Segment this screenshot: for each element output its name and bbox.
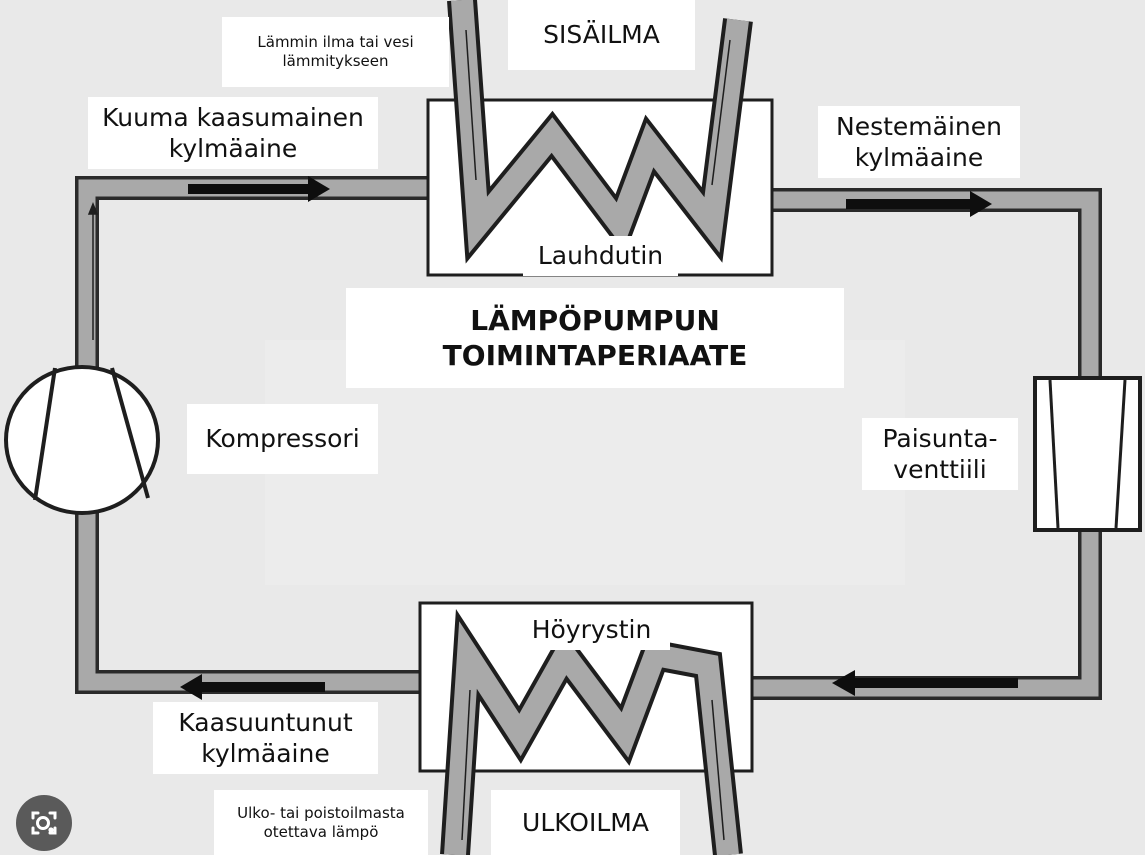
- hot-gas-refrigerant-label: Kuuma kaasumainen kylmäaine: [88, 97, 378, 169]
- flow-arrow-hot-gas: [188, 176, 330, 202]
- compressor-symbol: [4, 365, 160, 515]
- warm-output-label: Lämmin ilma tai vesi lämmitykseen: [222, 17, 449, 87]
- flow-arrow-liquid: [846, 191, 992, 217]
- vapor-refrigerant-label: Kaasuuntunut kylmäaine: [153, 702, 378, 774]
- expansion-valve-symbol: [1033, 376, 1142, 532]
- diagram-title: LÄMPÖPUMPUN TOIMINTAPERIAATE: [346, 288, 844, 388]
- image-search-button[interactable]: [16, 795, 72, 851]
- flow-arrow-return: [832, 670, 1018, 696]
- flow-arrows: [180, 176, 1018, 700]
- compressor-outlet-flow-arrow: [87, 201, 99, 340]
- heat-source-label: Ulko- tai poistoilmasta otettava lämpö: [214, 790, 428, 855]
- condenser-coil: [447, 0, 753, 264]
- evaporator-label: Höyrystin: [513, 610, 670, 650]
- image-search-icon: [31, 811, 57, 835]
- compressor-label: Kompressori: [187, 404, 378, 474]
- indoor-air-label: SISÄILMA: [508, 0, 695, 70]
- flow-arrow-vapor: [180, 674, 325, 700]
- evaporator-coil: [440, 608, 743, 855]
- liquid-refrigerant-label: Nestemäinen kylmäaine: [818, 106, 1020, 178]
- condenser-label: Lauhdutin: [523, 236, 678, 276]
- outdoor-air-label: ULKOILMA: [491, 790, 680, 855]
- expansion-valve-label: Paisunta- venttiili: [862, 418, 1018, 490]
- refrigerant-pipe: [75, 176, 1102, 700]
